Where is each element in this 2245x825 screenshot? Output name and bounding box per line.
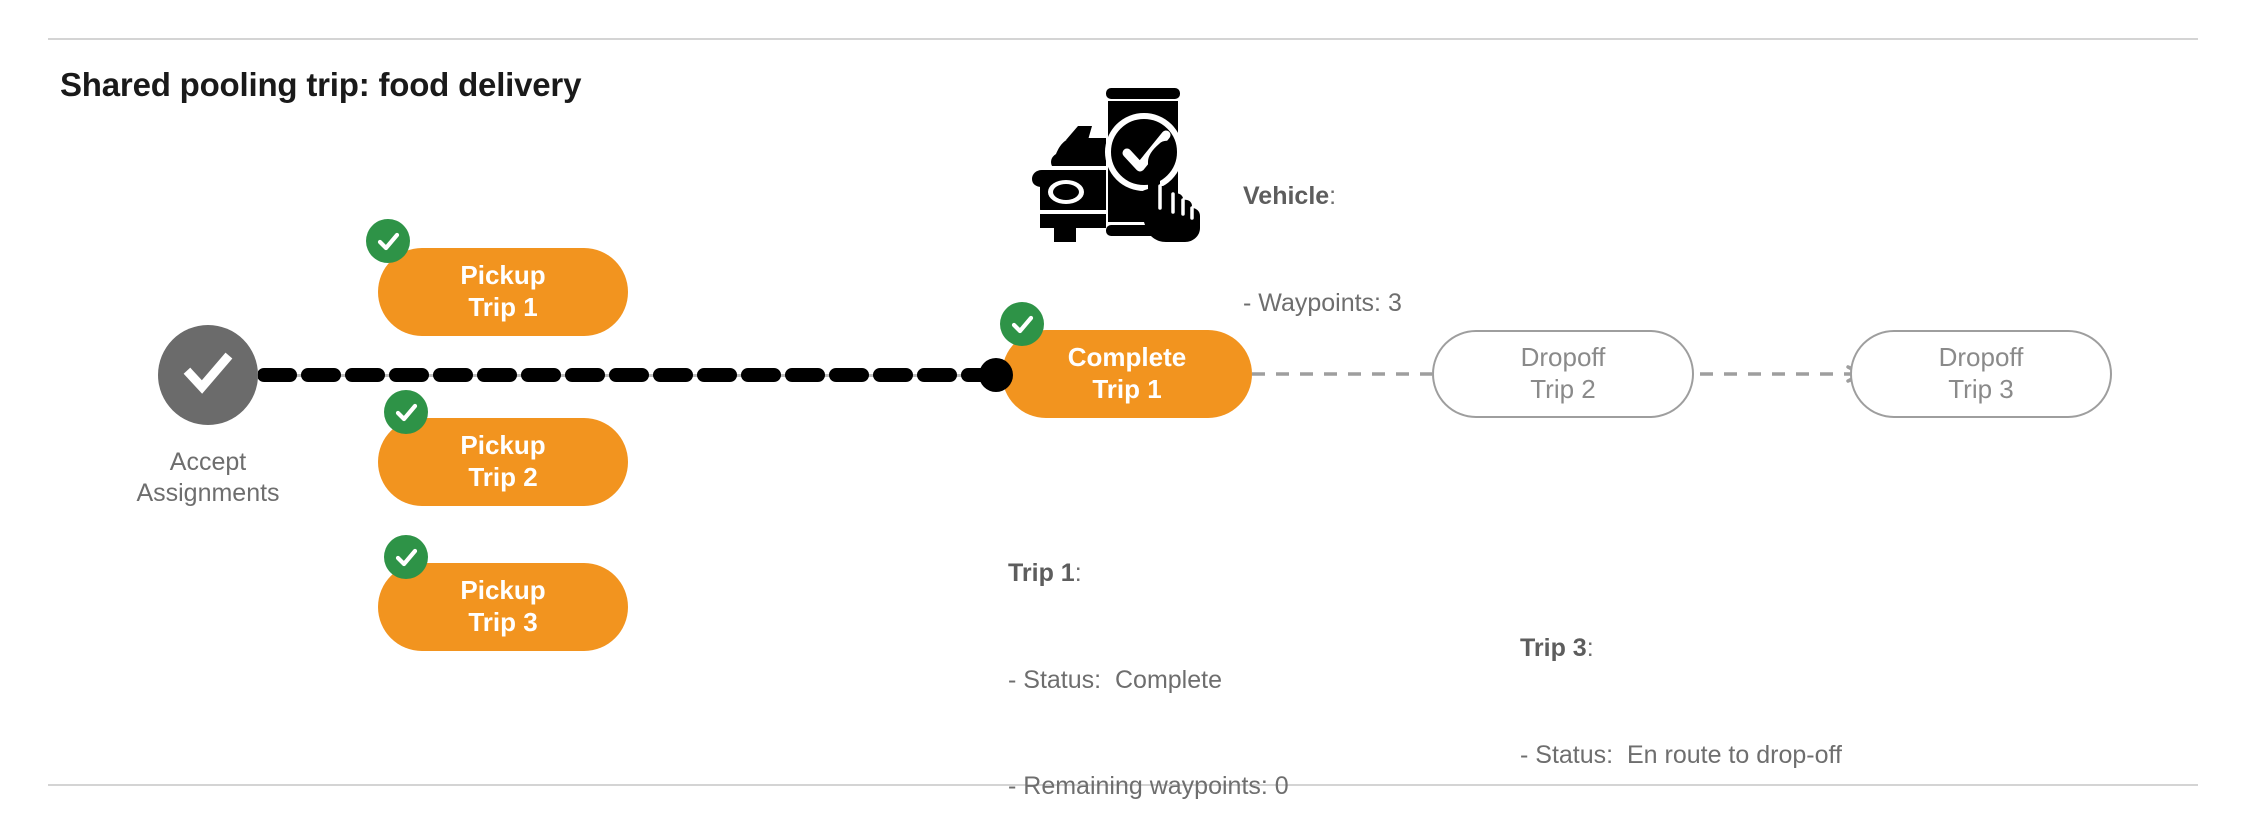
trip-3-heading-line: Trip 3:	[1520, 631, 1842, 667]
accept-assignments-label-line1: Accept	[169, 448, 247, 476]
dropoff-trip-2-node[interactable]: Dropoff Trip 2	[1432, 330, 1694, 418]
dropoff-trip-3-line2: Trip 3	[1948, 374, 2014, 404]
trip-1-heading-line: Trip 1:	[1008, 556, 1330, 592]
pickup-trip-1-node[interactable]: Pickup Trip 1	[378, 248, 628, 336]
accept-assignments-label-line2: Assignments	[136, 478, 280, 507]
accept-assignments-node[interactable]	[158, 325, 258, 425]
connector-accept-to-complete	[258, 368, 1010, 382]
trip-1-waypoints-line: - Remaining waypoints: 0	[1008, 772, 1289, 800]
trip-1-heading-suffix: :	[1074, 559, 1082, 587]
complete-trip-1-check-badge	[1000, 302, 1044, 346]
trip-3-info-block: Trip 3: - Status: En route to drop-off -…	[1520, 560, 1842, 825]
pickup-trip-2-node[interactable]: Pickup Trip 2	[378, 418, 628, 506]
top-divider	[48, 38, 2198, 40]
pickup-trip-3-node[interactable]: Pickup Trip 3	[378, 563, 628, 651]
vehicle-waypoints-line: - Waypoints: 3	[1243, 288, 1402, 317]
complete-trip-1-node[interactable]: Complete Trip 1	[1002, 330, 1252, 418]
vehicle-heading: Vehicle	[1243, 182, 1330, 210]
pickup-trip-2-line1: Pickup	[460, 430, 546, 461]
complete-trip-1-line2: Trip 1	[1092, 374, 1162, 404]
route-endpoint-dot	[979, 358, 1013, 392]
trip-3-heading-suffix: :	[1586, 634, 1594, 662]
accept-assignments-label: Accept Assignments	[118, 447, 298, 508]
dropoff-trip-2-line1: Dropoff	[1520, 342, 1606, 373]
trip-3-heading: Trip 3	[1520, 634, 1587, 662]
pickup-trip-1-line2: Trip 1	[468, 292, 538, 322]
trip-1-status-line: - Status: Complete	[1008, 665, 1222, 694]
dropoff-trip-3-node[interactable]: Dropoff Trip 3	[1850, 330, 2112, 418]
car-phone-check-icon	[1026, 82, 1216, 242]
trip-1-heading: Trip 1	[1008, 559, 1075, 587]
vehicle-heading-suffix: :	[1329, 182, 1337, 210]
pickup-trip-2-line2: Trip 2	[468, 462, 538, 492]
dropoff-trip-3-line1: Dropoff	[1938, 342, 2024, 373]
pickup-trip-3-line2: Trip 3	[468, 607, 538, 637]
trip-1-2-info-block: Trip 1: - Status: Complete - Remaining w…	[1008, 485, 1330, 825]
pickup-trip-3-check-badge	[384, 535, 428, 579]
check-circle-icon	[177, 342, 239, 409]
pickup-trip-3-line1: Pickup	[460, 575, 546, 606]
vehicle-info-heading: Vehicle:	[1243, 179, 1402, 215]
page-title: Shared pooling trip: food delivery	[60, 66, 582, 103]
vehicle-info-block: Vehicle: - Waypoints: 3	[1243, 108, 1402, 392]
trip-3-status-line: - Status: En route to drop-off	[1520, 740, 1842, 769]
pickup-trip-2-check-badge	[384, 390, 428, 434]
dropoff-trip-2-line2: Trip 2	[1530, 374, 1596, 404]
bottom-divider	[48, 784, 2198, 786]
pickup-trip-1-line1: Pickup	[460, 260, 546, 291]
complete-trip-1-line1: Complete	[1067, 342, 1187, 373]
connector-complete-to-dropoff2	[1252, 368, 1432, 380]
pickup-trip-1-check-badge	[366, 219, 410, 263]
